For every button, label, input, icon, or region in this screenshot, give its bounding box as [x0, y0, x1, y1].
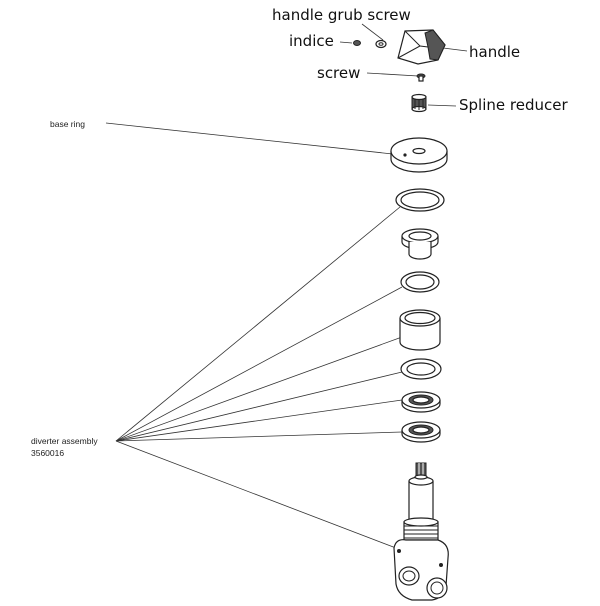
base-ring-part [390, 137, 448, 173]
label-diverter-assembly: diverter assembly [31, 436, 98, 446]
o-ring-1 [395, 188, 445, 212]
leader-lines [105, 23, 468, 549]
handle-part [397, 29, 446, 65]
label-indice: indice [289, 32, 334, 50]
screw-part [416, 73, 426, 82]
label-spline-reducer: Spline reducer [459, 96, 568, 114]
label-part-number: 3560016 [31, 448, 64, 458]
indice-part [353, 40, 361, 46]
flanged-bushing [401, 228, 439, 260]
handle-grub-screw-part [375, 39, 387, 49]
o-ring-2 [400, 271, 440, 293]
spline-reducer-part [411, 93, 427, 113]
label-base-ring: base ring [50, 119, 85, 129]
label-handle-grub-screw: handle grub screw [272, 6, 411, 24]
label-handle: handle [469, 43, 520, 61]
diverter-body [393, 462, 449, 601]
washer-2 [401, 421, 441, 443]
label-screw: screw [317, 64, 360, 82]
sleeve-cylinder [399, 309, 441, 351]
washer-1 [401, 391, 441, 413]
o-ring-3 [400, 358, 442, 380]
